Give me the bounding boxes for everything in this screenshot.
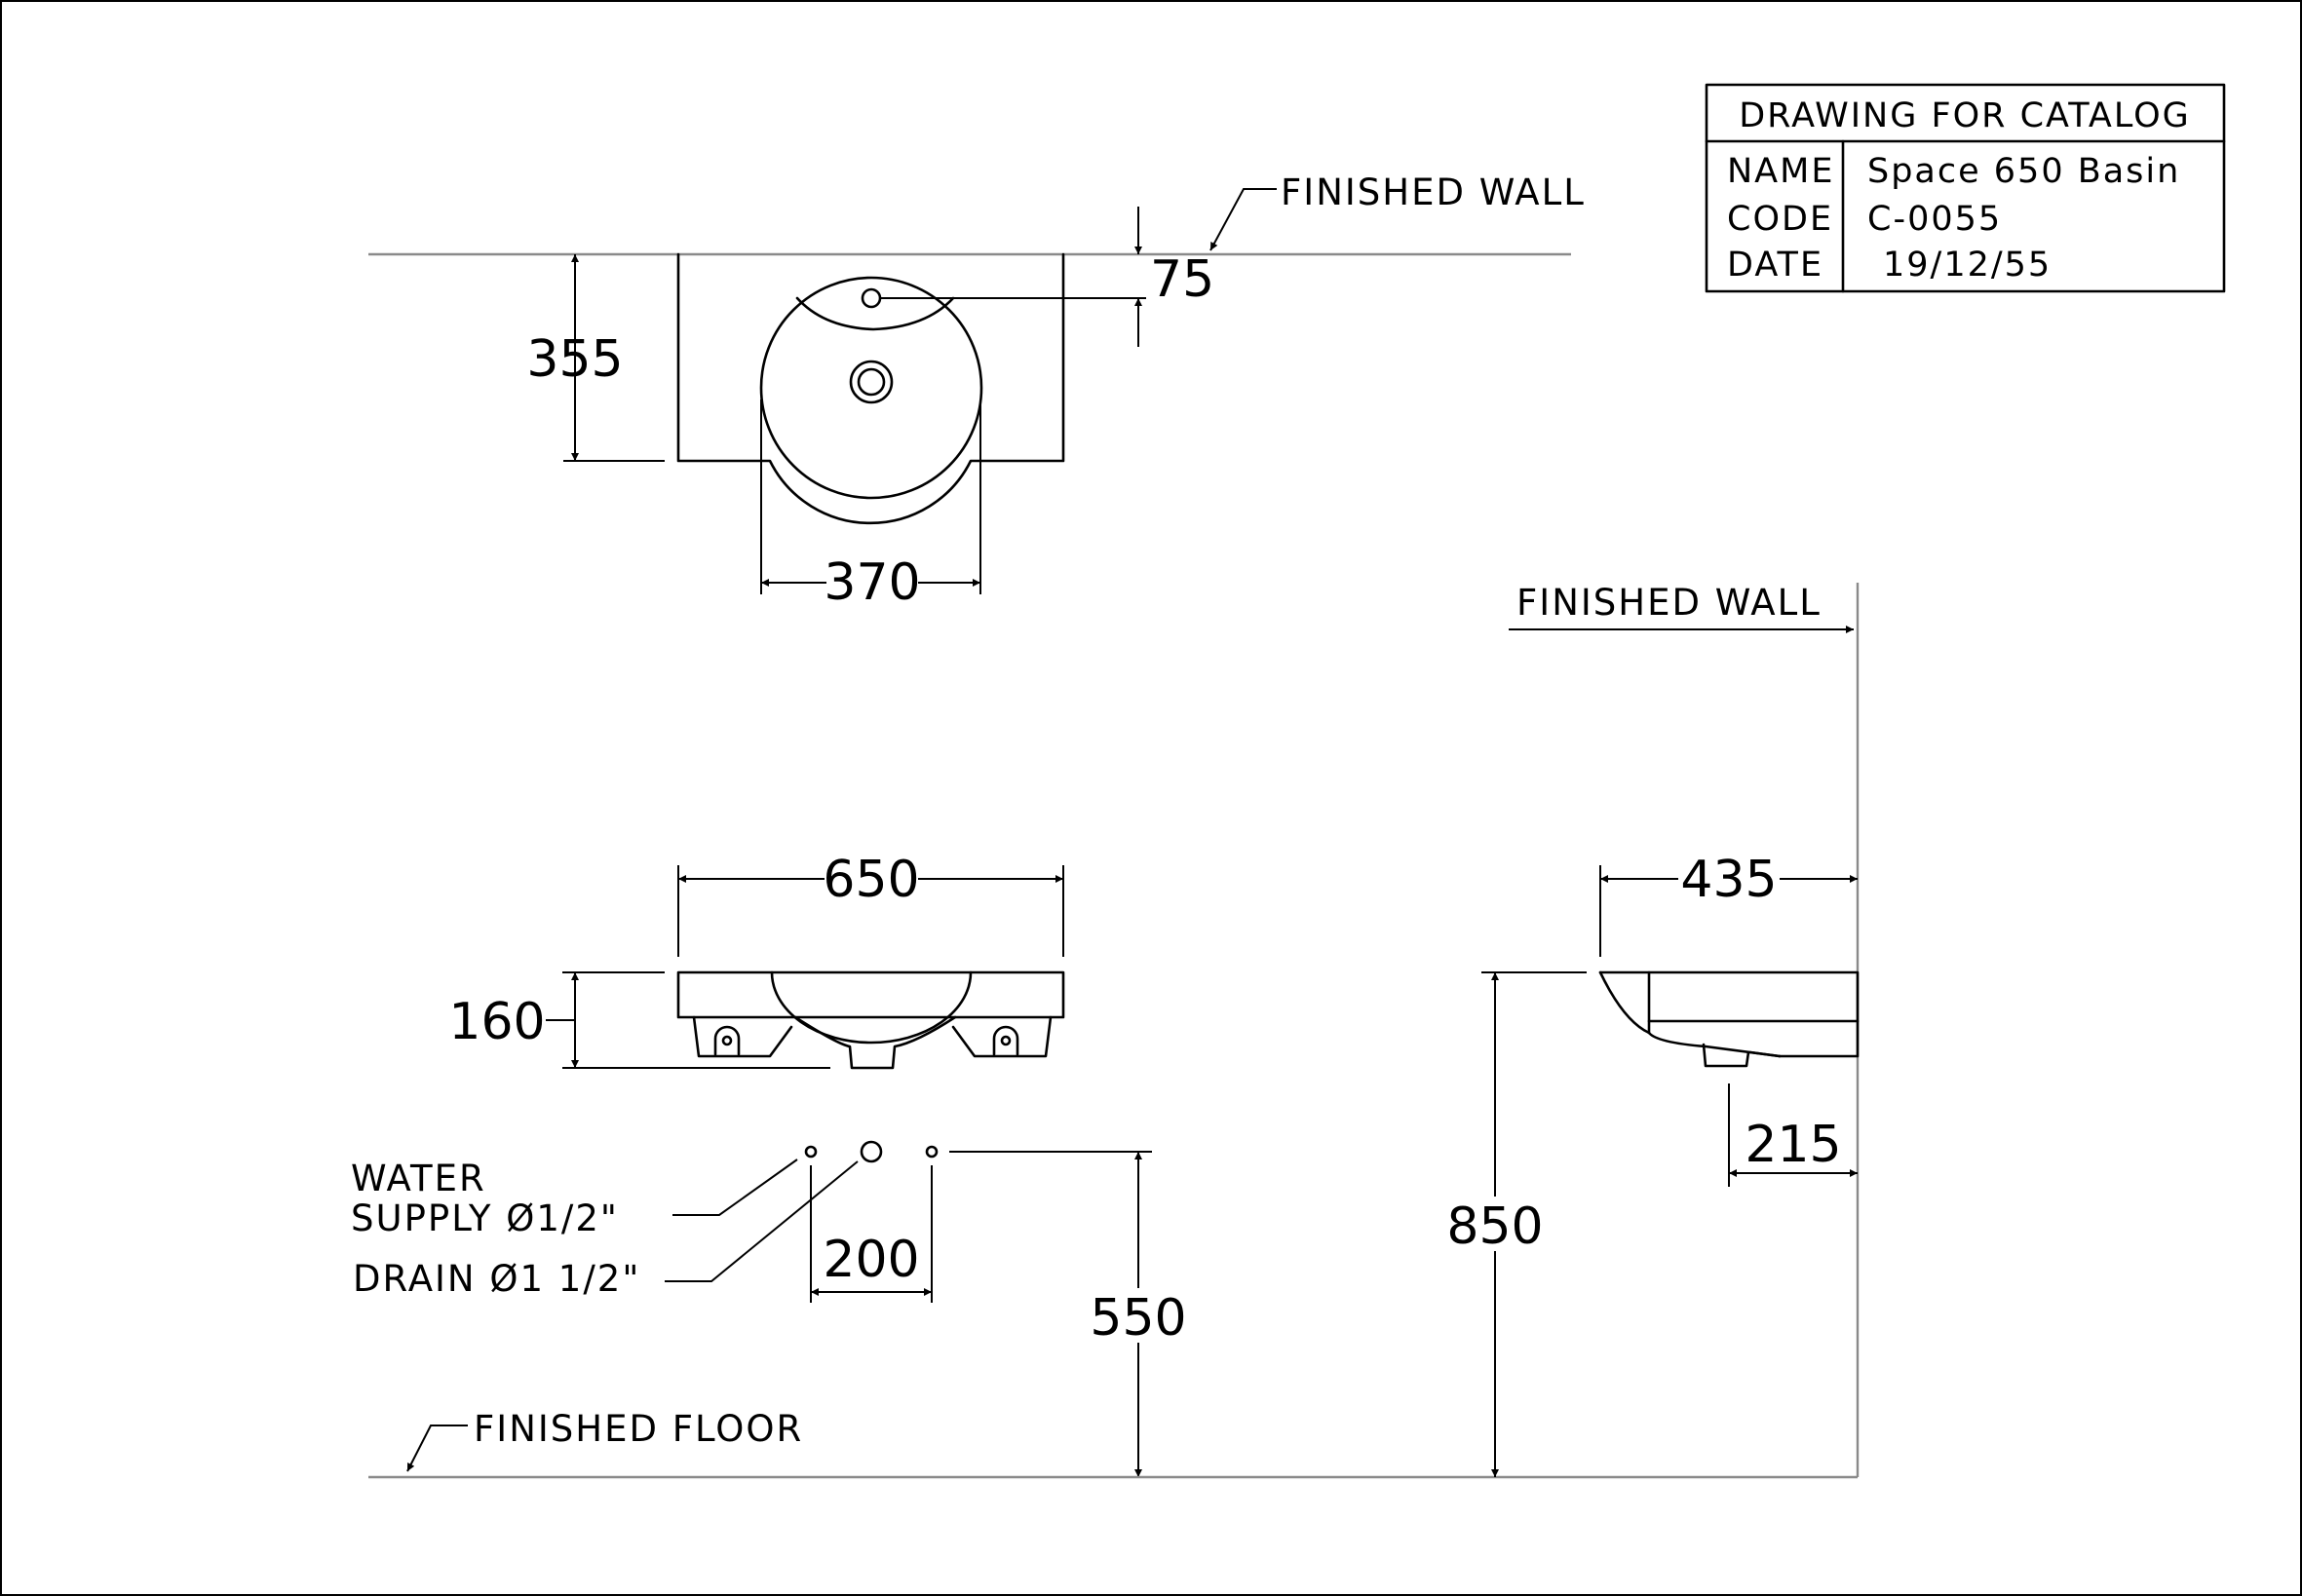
plan-drain-outer xyxy=(849,360,894,404)
plan-bowl xyxy=(759,276,983,500)
dim-plan-depth: 355 xyxy=(526,330,623,389)
dim-side-drain-offset: 215 xyxy=(1745,1116,1841,1174)
front-bowl-curve xyxy=(770,970,973,1045)
side-basin-body xyxy=(1598,970,1860,1058)
label-finished-wall-side: FINISHED WALL xyxy=(1516,582,1822,624)
label-water-supply-line1: WATER xyxy=(351,1158,486,1199)
supply-point-right xyxy=(925,1145,939,1159)
front-elevation: 650 160 200 WATER SUPPLY Ø1/2" DRAIN Ø1 xyxy=(351,851,1858,1479)
side-elevation: FINISHED WALL 435 850 215 xyxy=(1439,582,1860,1477)
label-finished-floor: FINISHED FLOOR xyxy=(474,1408,803,1450)
front-right-bracket xyxy=(951,1015,1053,1058)
title-block-date-key: DATE xyxy=(1727,246,1823,285)
label-water-supply-line2: SUPPLY Ø1/2" xyxy=(351,1197,619,1239)
dim-tap-hole-offset: 75 xyxy=(1150,250,1214,309)
label-drain: DRAIN Ø1 1/2" xyxy=(353,1258,640,1300)
plan-view: 355 75 FINISHED WALL 370 xyxy=(368,171,1586,612)
title-block: DRAWING FOR CATALOG NAME Space 650 Basin… xyxy=(1705,83,2226,293)
side-drain-outlet xyxy=(1702,1043,1750,1068)
front-basin-rim xyxy=(676,970,1065,1019)
dim-pipe-spacing: 200 xyxy=(823,1231,919,1289)
label-finished-wall-top: FINISHED WALL xyxy=(1281,171,1586,213)
dim-supply-height: 550 xyxy=(1090,1289,1186,1348)
front-bowl-underside xyxy=(793,1015,957,1070)
title-block-name-value: Space 650 Basin xyxy=(1867,152,2180,191)
plan-drain-inner xyxy=(857,367,886,397)
dim-front-width: 650 xyxy=(823,851,919,909)
plan-tap-hole xyxy=(861,287,882,309)
title-block-name-key: NAME xyxy=(1727,152,1834,191)
title-block-date-value: 19/12/55 xyxy=(1883,246,2052,285)
drain-point xyxy=(860,1140,883,1163)
plan-tap-deck xyxy=(795,296,955,331)
title-block-code-value: C-0055 xyxy=(1867,200,2002,239)
title-block-code-key: CODE xyxy=(1727,200,1833,239)
plan-basin-outline xyxy=(676,252,1065,525)
dim-rim-height: 850 xyxy=(1446,1197,1543,1256)
dim-bowl-width: 370 xyxy=(824,553,920,612)
title-block-heading: DRAWING FOR CATALOG xyxy=(1739,96,2191,135)
supply-point-left xyxy=(804,1145,818,1159)
dim-side-projection: 435 xyxy=(1680,851,1777,909)
dim-front-height: 160 xyxy=(448,993,545,1051)
front-left-bracket xyxy=(692,1015,793,1058)
